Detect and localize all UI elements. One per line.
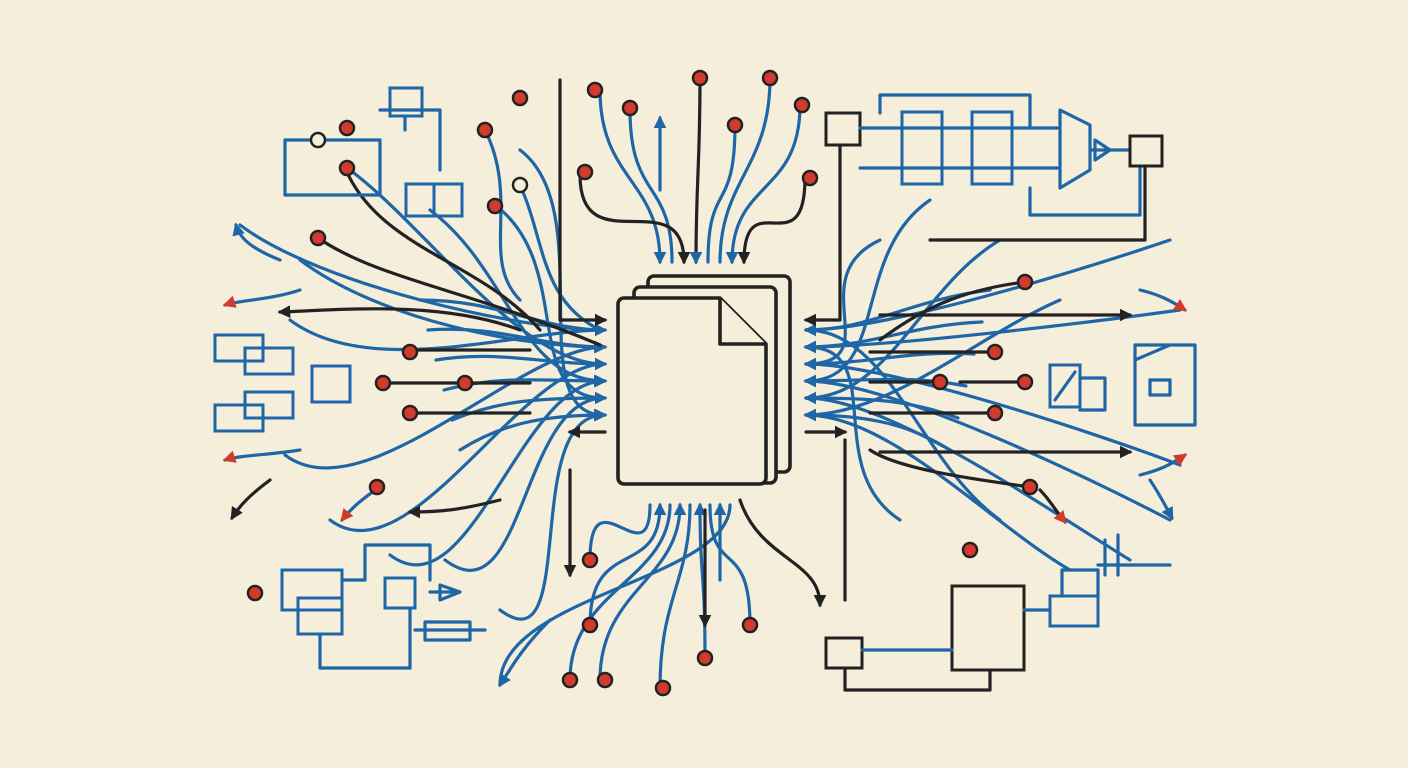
node-dot xyxy=(986,404,1004,422)
node-dot xyxy=(576,163,594,181)
connection-line xyxy=(738,498,827,608)
node-dot xyxy=(581,616,599,634)
connection-line xyxy=(426,327,608,354)
connection-line xyxy=(803,320,984,354)
node-dot xyxy=(586,81,604,99)
connection-line xyxy=(693,502,707,660)
connection-line xyxy=(708,503,752,627)
connection-line xyxy=(725,103,802,265)
node-dot xyxy=(368,478,386,496)
node-dot xyxy=(726,116,744,134)
connection-line xyxy=(222,288,302,308)
node-dot xyxy=(1021,478,1039,496)
connection-line xyxy=(483,128,522,302)
connection-line xyxy=(518,183,602,332)
node-dot xyxy=(511,176,529,194)
connection-line xyxy=(558,78,608,327)
connection-line xyxy=(588,503,652,562)
connection-line xyxy=(1148,478,1174,521)
connection-line xyxy=(803,374,1172,522)
node-dot xyxy=(338,159,356,177)
node-dot xyxy=(561,671,579,689)
connection-line xyxy=(868,448,1032,489)
node-dot xyxy=(741,616,759,634)
connection-line xyxy=(316,236,602,347)
node-dot xyxy=(621,99,639,117)
connection-line xyxy=(878,280,1027,342)
connection-line xyxy=(498,618,552,688)
connection-lines xyxy=(222,76,1188,690)
node-dot xyxy=(486,197,504,215)
node-dot xyxy=(338,119,356,137)
connection-line xyxy=(407,498,502,519)
connection-line xyxy=(689,76,703,265)
connection-line xyxy=(804,238,882,366)
node-dot xyxy=(801,169,819,187)
connection-line xyxy=(434,354,608,371)
connection-line xyxy=(803,198,932,388)
connection-line xyxy=(443,396,606,572)
node-dot xyxy=(961,541,979,559)
connection-line xyxy=(706,123,737,264)
node-dot xyxy=(986,343,1004,361)
connection-line xyxy=(388,374,607,567)
node-dot xyxy=(401,404,419,422)
connection-line xyxy=(328,362,606,532)
node-dot xyxy=(1016,373,1034,391)
connection-line xyxy=(803,143,842,327)
connection-line xyxy=(1138,288,1188,312)
connection-line xyxy=(578,173,691,265)
connection-line xyxy=(232,222,282,262)
connection-line xyxy=(803,408,1072,572)
node-dot xyxy=(1016,273,1034,291)
node-dot xyxy=(654,679,672,697)
connection-line xyxy=(804,396,1132,562)
node-dot xyxy=(691,69,709,87)
node-dot xyxy=(374,374,392,392)
node-dot xyxy=(793,96,811,114)
connection-line xyxy=(348,168,606,366)
connection-line xyxy=(283,340,607,470)
connection-line xyxy=(804,238,1002,400)
arrow xyxy=(277,305,522,332)
node-dot xyxy=(309,131,327,149)
node-dot xyxy=(696,649,714,667)
connection-line xyxy=(222,448,302,463)
circuit-block xyxy=(432,182,464,218)
connection-line xyxy=(588,502,667,627)
circuit-blocks xyxy=(213,86,1197,692)
connection-line xyxy=(1138,453,1188,477)
connection-line xyxy=(803,340,902,522)
connection-line xyxy=(598,88,667,265)
connection-line xyxy=(658,503,692,690)
node-dot xyxy=(761,69,779,87)
circuit-block xyxy=(388,86,424,118)
node-dots xyxy=(246,69,1039,697)
connection-line xyxy=(498,503,732,687)
connection-line xyxy=(628,108,674,264)
node-dot xyxy=(581,551,599,569)
connection-line xyxy=(598,502,687,682)
node-dot xyxy=(476,121,494,139)
node-dot xyxy=(596,671,614,689)
connection-line xyxy=(230,478,272,521)
node-dot xyxy=(456,374,474,392)
node-dot xyxy=(931,373,949,391)
connection-line xyxy=(1038,488,1067,524)
node-dot xyxy=(246,584,264,602)
connection-line xyxy=(803,408,952,452)
node-dot xyxy=(309,229,327,247)
connection-line xyxy=(458,408,608,452)
node-dot xyxy=(401,343,419,361)
connection-line xyxy=(428,208,607,388)
connection-line xyxy=(737,176,807,265)
connection-line xyxy=(718,76,772,264)
node-dot xyxy=(511,89,529,107)
document-stack-icon xyxy=(616,274,792,486)
